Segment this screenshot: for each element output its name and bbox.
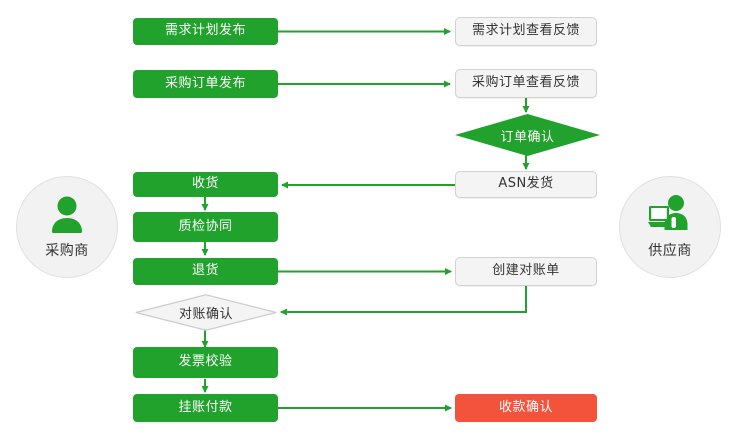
node-label: ASN发货 [498,176,554,192]
actor-buyer[interactable]: 采购商 [16,176,118,278]
node-label: 发票校验 [178,354,233,370]
node-label: 采购订单发布 [164,75,246,91]
node-asn-ship[interactable]: ASN发货 [455,171,597,198]
node-statement-confirm[interactable]: 对账确认 [135,294,277,331]
node-po-publish[interactable]: 采购订单发布 [133,70,278,98]
node-label: 收货 [191,176,219,192]
node-label: 需求计划查看反馈 [471,23,580,39]
person-icon [52,196,82,233]
actor-supplier-label: 供应商 [648,243,692,259]
node-payable-payment[interactable]: 挂账付款 [133,394,278,422]
node-label: 采购订单查看反馈 [471,75,580,91]
edge-statement-to-confirm [280,286,527,316]
node-create-statement[interactable]: 创建对账单 [455,257,597,286]
actor-buyer-label: 采购商 [45,243,89,259]
node-invoice-verify[interactable]: 发票校验 [133,347,278,378]
node-label: 挂账付款 [178,399,233,415]
node-label: 对账确认 [178,307,233,322]
node-return-goods[interactable]: 退货 [133,258,278,285]
node-receive-goods[interactable]: 收货 [133,172,278,197]
node-label: 创建对账单 [492,263,560,279]
diamond-shape [135,294,277,331]
node-label: 退货 [191,263,219,279]
node-order-confirm[interactable]: 订单确认 [455,114,600,156]
diamond-shape [455,114,600,156]
node-label: 订单确认 [500,129,555,145]
node-po-feedback[interactable]: 采购订单查看反馈 [455,69,597,98]
node-demand-plan-publish[interactable]: 需求计划发布 [133,18,278,45]
person-at-computer-icon [648,195,688,230]
node-label: 需求计划发布 [164,23,246,39]
node-label: 收款确认 [498,399,553,415]
node-demand-plan-feedback[interactable]: 需求计划查看反馈 [455,17,597,46]
node-quality-collab[interactable]: 质检协同 [133,212,278,242]
actor-supplier[interactable]: 供应商 [619,176,721,278]
node-payment-confirm[interactable]: 收款确认 [455,394,597,422]
node-label: 质检协同 [178,218,233,234]
